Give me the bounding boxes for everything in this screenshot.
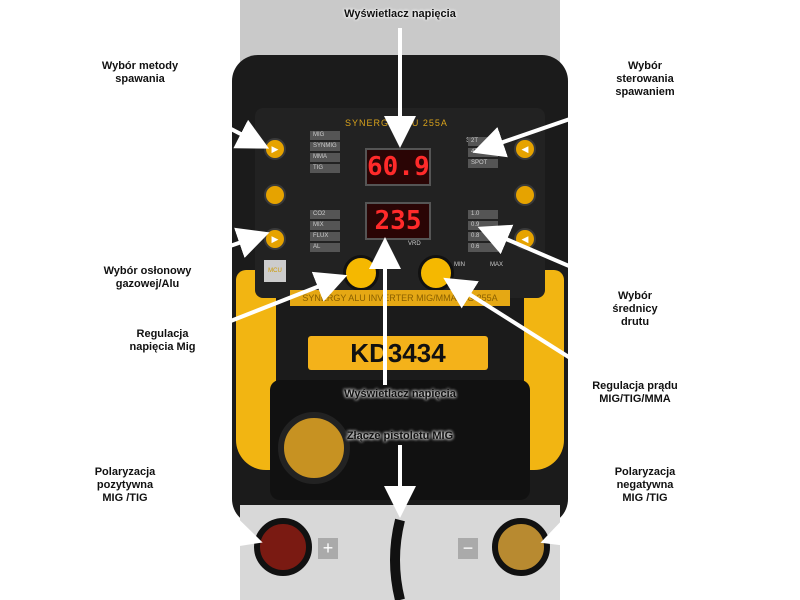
label-current: Regulacja prądu MIG/TIG/MMA: [592, 380, 678, 405]
gas-mix[interactable]: MIX: [310, 221, 340, 230]
max-label: MAX: [490, 262, 504, 268]
yellow-bumper-left: [236, 270, 276, 470]
plus-sign: +: [318, 538, 338, 559]
settings-button-left[interactable]: [264, 184, 286, 206]
method-select-button[interactable]: ▶: [264, 138, 286, 160]
label-voltage-reg: Regulacja napięcia Mig: [129, 328, 196, 353]
gas-al[interactable]: AL: [310, 243, 340, 252]
model-plate: KD3434: [308, 336, 488, 370]
arrow-positive: [129, 498, 263, 548]
gas-flux[interactable]: FLUX: [310, 232, 340, 241]
mode-synmig[interactable]: SYNMIG: [310, 142, 340, 151]
gun-cable: [390, 518, 405, 600]
label-display-mid: Wyświetlacz napięcia: [344, 388, 456, 400]
negative-terminal[interactable]: [492, 518, 550, 576]
label-method: Wybór metody spawania: [101, 60, 179, 85]
gas-list: CO2 MIX FLUX AL: [310, 208, 340, 254]
yellow-bumper-right: [524, 270, 564, 470]
arrow-gas: [174, 227, 270, 267]
minus-sign: −: [458, 538, 478, 559]
control-select-button[interactable]: ◀: [514, 138, 536, 160]
positive-terminal[interactable]: [254, 518, 312, 576]
wire-1-0[interactable]: 1.0: [468, 210, 498, 219]
label-wire: Wybór średnicy drutu: [612, 290, 658, 328]
arrow-negative: [540, 498, 661, 547]
label-gun: Złącze pistoletu MIG: [346, 430, 454, 442]
control-spot[interactable]: SPOT: [468, 159, 498, 168]
min-label: MIN: [454, 262, 465, 268]
label-positive: Polaryzacja pozytywna MIG /TIG: [94, 466, 156, 504]
vrd-indicator: VRD: [408, 241, 421, 247]
arrow-control: [472, 98, 626, 158]
arrow-method: [174, 98, 270, 149]
mode-tig[interactable]: TIG: [310, 164, 340, 173]
label-display-top: Wyświetlacz napięcia: [344, 8, 456, 20]
arrow-current: [443, 277, 607, 382]
mode-mma[interactable]: MMA: [310, 153, 340, 162]
gas-co2[interactable]: CO2: [310, 210, 340, 219]
mode-mig[interactable]: MIG: [310, 131, 340, 140]
mcu-chip: MCU: [264, 260, 286, 282]
label-control: Wybór sterowania spawaniem: [615, 60, 675, 98]
label-negative: Polaryzacja negatywna MIG /TIG: [614, 466, 676, 504]
label-gas: Wybór osłonowy gazowej/Alu: [103, 265, 192, 290]
settings-button-right[interactable]: [514, 184, 536, 206]
mode-list: MIG SYNMIG MMA TIG: [310, 129, 340, 175]
display-top: 60.9: [365, 148, 431, 186]
arrow-wire: [477, 224, 626, 292]
mig-gun-connector[interactable]: [278, 412, 350, 484]
arrow-voltage: [194, 271, 348, 337]
